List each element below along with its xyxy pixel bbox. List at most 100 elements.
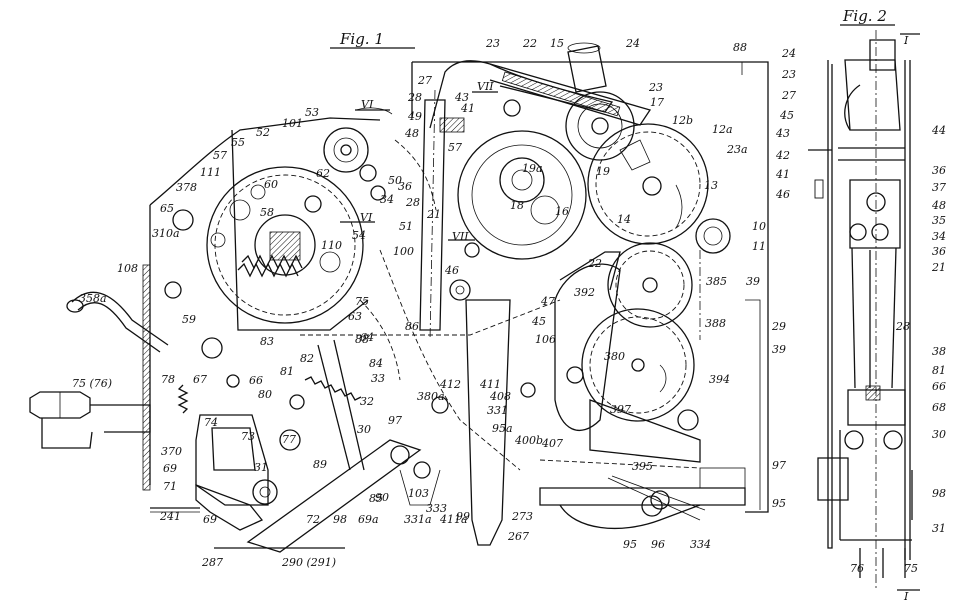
fig1-label: 331a xyxy=(404,513,432,526)
fig1-label: 380 xyxy=(604,350,625,363)
fig1-label: 78 xyxy=(161,373,175,386)
fig1-label: 17 xyxy=(650,96,664,109)
fig1-label: 97 xyxy=(388,414,402,427)
fig2-label: 97 xyxy=(772,459,786,472)
fig1-label: 34 xyxy=(380,193,394,206)
fig1-label: 46 xyxy=(444,264,459,277)
gear-19 xyxy=(457,130,587,260)
fig1-label: VI xyxy=(360,211,373,224)
fig2-label: 36 xyxy=(932,245,946,258)
fig2-labels: I 24 23 27 45 43 44 42 41 36 37 46 48 35… xyxy=(771,34,946,603)
fig1-label: 394 xyxy=(709,373,730,386)
lever-287 xyxy=(214,439,422,553)
fig1-title: Fig. 1 xyxy=(330,30,415,49)
fig2-label: 43 xyxy=(775,127,790,140)
fig1-label: 111 xyxy=(200,166,221,179)
svg-text:Fig. 2: Fig. 2 xyxy=(842,7,887,25)
fig2-label: 34 xyxy=(932,230,946,243)
fig1-label: 13 xyxy=(704,179,718,192)
fig1-label: 50 xyxy=(388,174,402,187)
fig1-label: 54 xyxy=(352,229,366,242)
fig1-label: 75 (76) xyxy=(72,377,112,390)
fig1-label: 55 xyxy=(231,136,245,149)
fig1-label: 411 xyxy=(479,378,501,391)
fig1-label: 48 xyxy=(404,127,419,140)
fig1-label: 22 xyxy=(522,37,537,50)
fig1-label: 96 xyxy=(651,538,665,551)
fig1-label: 378 xyxy=(176,181,197,194)
fig1-label: 19a xyxy=(522,162,543,175)
fig1-label: 370 xyxy=(161,445,182,458)
fig1-label: 69 xyxy=(203,513,217,526)
fig1-label: 28 xyxy=(407,91,422,104)
section-lines xyxy=(340,91,498,241)
fig1-label: 57 xyxy=(448,141,462,154)
fig1-label: VII xyxy=(452,230,469,243)
fig1-label: 15 xyxy=(550,37,564,50)
fig2-label: 76 xyxy=(850,562,864,575)
fig1-label: 380a xyxy=(417,390,445,403)
fig1-label: 47 xyxy=(540,295,555,308)
gear-385 xyxy=(607,242,693,328)
fig2-label: 37 xyxy=(932,181,946,194)
fig2-label: 38 xyxy=(932,345,946,358)
fig1-labels: 23 22 15 24 88 27 VII 43 41 23 17 12b 12… xyxy=(72,37,766,569)
fig2-label: 66 xyxy=(932,380,946,393)
fig1-label: 52 xyxy=(256,126,270,139)
fig1-label: 36 xyxy=(398,180,412,193)
fig1-label: 411a xyxy=(439,513,468,526)
fig2-label: 36 xyxy=(932,164,946,177)
fig1-label: 32 xyxy=(360,395,374,408)
fig1-label: 12a xyxy=(712,123,733,136)
fig1-label: 74 xyxy=(204,416,218,429)
fig1-label: 108 xyxy=(117,262,138,275)
fig2-label: 27 xyxy=(781,89,796,102)
fig1-label: VI xyxy=(361,98,374,111)
fig1-label: 388 xyxy=(705,317,726,330)
fig1-label: 290 (291) xyxy=(281,556,336,569)
fig1-label: 19 xyxy=(596,165,610,178)
fig1-label: 39 xyxy=(746,275,760,288)
pivot-pins xyxy=(164,99,699,510)
fig1-label: 64 xyxy=(360,331,374,344)
fig1-label: 110 xyxy=(321,239,342,252)
fig2-label: 21 xyxy=(931,261,946,274)
figure-1: Fig. 1 xyxy=(29,30,769,553)
fig1-label: 334 xyxy=(690,538,711,551)
gear-10 xyxy=(695,218,731,254)
fig2-label: 31 xyxy=(932,522,946,535)
fig1-label: 88 xyxy=(733,41,747,54)
fig1-label: 45 xyxy=(531,315,546,328)
fig1-label: 63 xyxy=(348,310,362,323)
fig1-label: 28 xyxy=(405,196,420,209)
fig1-label: 24 xyxy=(625,37,640,50)
fig2-label: I xyxy=(903,590,909,603)
fig2-label: 44 xyxy=(931,124,946,137)
fig1-label: 23a xyxy=(726,143,748,156)
fig1-label: 100 xyxy=(393,245,414,258)
spring-78 xyxy=(177,384,189,414)
fig1-label: 69 xyxy=(163,462,177,475)
fig2-label: 29 xyxy=(771,320,786,333)
fig1-label: 67 xyxy=(193,373,207,386)
fig1-label: 103 xyxy=(408,487,429,500)
fig1-label: 82 xyxy=(300,352,314,365)
fig1-label: 21 xyxy=(426,208,441,221)
fig2-label: 30 xyxy=(932,428,946,441)
svg-text:Fig. 1: Fig. 1 xyxy=(339,30,384,48)
fig1-label: 84 xyxy=(369,357,383,370)
fig1-label: 60 xyxy=(264,178,278,191)
fig1-label: 273 xyxy=(511,510,533,523)
fig1-label: 101 xyxy=(282,117,303,130)
lever-267 xyxy=(465,299,511,546)
fig1-label: 358a xyxy=(79,292,107,305)
fig2-label: 75 xyxy=(904,562,918,575)
fig1-label: 333 xyxy=(426,502,447,515)
fig1-label: 407 xyxy=(541,437,563,450)
fig2-label: 41 xyxy=(775,168,790,181)
fig2-label: 23 xyxy=(781,68,796,81)
handle-358a xyxy=(66,291,169,353)
fig1-label: 267 xyxy=(507,530,529,543)
fig1-label: 397 xyxy=(610,403,631,416)
